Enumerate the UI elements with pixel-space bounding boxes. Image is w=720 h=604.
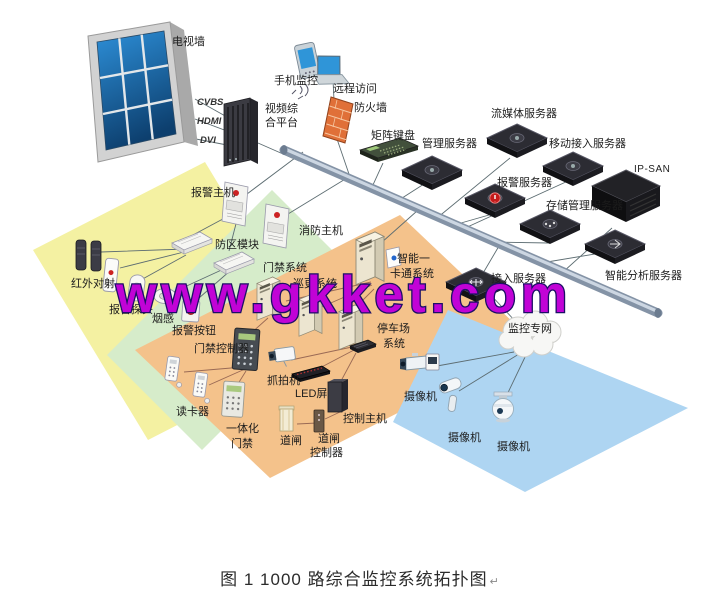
tv-wall-label: 电视墙 xyxy=(172,34,205,48)
barrier-gate-icon xyxy=(278,405,295,432)
integrated-door-label2: 门禁 xyxy=(231,436,253,450)
analysis-server-label: 智能分析服务器 xyxy=(605,268,682,282)
zone-video-blue xyxy=(393,310,688,492)
video-platform-icon xyxy=(223,97,258,167)
monitor-network-cloud-icon xyxy=(498,310,562,358)
pir-sensor-icon xyxy=(127,274,146,302)
access-server-label: 接入服务器 xyxy=(491,272,546,285)
stream-server-icon xyxy=(486,123,548,159)
analysis-server-icon xyxy=(584,229,646,265)
mgmt-server-label: 管理服务器 xyxy=(422,136,477,150)
alarm-detector-icon xyxy=(102,257,120,293)
capture-camera-icon xyxy=(268,346,296,367)
integrated-door-label: 一体化 xyxy=(226,421,259,435)
matrix-keyboard-label: 矩阵键盘 xyxy=(371,128,415,142)
ip-san-icon xyxy=(590,169,662,222)
parking-card-machine-icon xyxy=(349,339,377,353)
matrix-keyboard-icon xyxy=(358,137,420,162)
patrol-system-label: 巡更系统 xyxy=(293,277,337,290)
dvi-label: DVI xyxy=(200,135,216,146)
control-host-icon xyxy=(327,379,348,413)
barrier-label: 道闸 xyxy=(280,433,302,447)
figure-caption-text: 图 1 1000 路综合监控系统拓扑图 xyxy=(220,570,488,589)
fire-host-label: 消防主机 xyxy=(299,223,343,237)
wireless-signal-icon xyxy=(291,83,309,100)
hdmi-label: HDMI xyxy=(197,116,222,127)
remote-access-label: 远程访问 xyxy=(333,82,377,95)
mobile-access-server-icon xyxy=(542,151,604,187)
onecard-label: 智能一 xyxy=(397,251,430,265)
firewall-icon xyxy=(322,96,354,144)
mobile-phone-icon xyxy=(294,41,321,80)
mgmt-server-icon xyxy=(401,155,463,191)
barrier-ctrl-label2: 控制器 xyxy=(310,445,343,459)
led-screen-icon xyxy=(291,365,331,382)
parking-label2: 系统 xyxy=(383,337,405,350)
card-reader-label: 读卡器 xyxy=(176,404,209,418)
alarm-button-icon xyxy=(181,299,201,323)
camera-dome-label: 摄像机 xyxy=(497,439,530,453)
figure-caption: 图 1 1000 路综合监控系统拓扑图↵ xyxy=(0,565,720,590)
dome-camera-icon xyxy=(492,391,514,423)
parking-label: 停车场 xyxy=(377,321,410,335)
mobile-access-server-label: 移动接入服务器 xyxy=(549,137,626,150)
storage-server-label: 存储管理服务器 xyxy=(546,198,623,212)
barrier-controller-icon xyxy=(313,409,325,433)
ip-san-label: IP-SAN xyxy=(634,164,670,175)
video-platform-label2: 合平台 xyxy=(265,115,298,129)
door-controller-icon xyxy=(231,327,261,372)
tv-wall-icon xyxy=(87,21,198,163)
network-bus-pipe xyxy=(279,145,663,318)
smoke-label: 烟感 xyxy=(152,311,174,325)
alarm-detector-label: 报警探头 xyxy=(109,302,153,316)
firewall-label: 防火墙 xyxy=(354,100,387,114)
ir-beam-label: 红外对射 xyxy=(71,276,115,290)
watermark-text: www.gkket.com xyxy=(115,266,572,324)
capture-cam-label: 抓拍机 xyxy=(267,373,300,387)
control-host-label: 控制主机 xyxy=(343,411,387,425)
fire-host-icon xyxy=(262,203,290,249)
monitor-net-label: 监控专网 xyxy=(508,321,552,335)
alarm-host-label: 报警主机 xyxy=(191,185,235,199)
mobile-monitor-label: 手机监控 xyxy=(274,73,318,87)
smoke-detector-icon xyxy=(153,288,177,304)
ir-beam-icon xyxy=(75,239,102,272)
server-emblems xyxy=(430,136,621,286)
video-encoder-icon xyxy=(425,353,440,371)
laptop-icon xyxy=(313,55,351,85)
led-screen-label: LED屏 xyxy=(295,387,327,400)
barrier-ctrl-label: 道闸 xyxy=(318,431,340,445)
alarm-server-label: 报警服务器 xyxy=(497,175,552,189)
door-controller-label: 门禁控制器 xyxy=(194,341,249,355)
stream-server-label: 流媒体服务器 xyxy=(491,106,557,120)
cvbs-label: CVBS xyxy=(197,97,224,108)
figure-caption-mark: ↵ xyxy=(489,576,500,588)
camera-bullet-label: 摄像机 xyxy=(448,430,481,444)
video-platform-label: 视频综 xyxy=(265,101,298,115)
onecard-reader-panel-icon xyxy=(385,246,402,269)
labels: 电视墙 CVBS HDMI DVI 视频综 合平台 手机监控 远程访问 防火墙 … xyxy=(71,34,682,459)
bullet-camera-icon xyxy=(438,377,462,412)
door-system-label: 门禁系统 xyxy=(263,260,307,274)
onecard-label2: 卡通系统 xyxy=(390,267,434,280)
alarm-button-label: 报警按钮 xyxy=(172,323,216,337)
camera-box-label: 摄像机 xyxy=(404,389,437,403)
zone-module-label: 防区模块 xyxy=(215,237,259,251)
integrated-door-icon xyxy=(221,380,246,418)
